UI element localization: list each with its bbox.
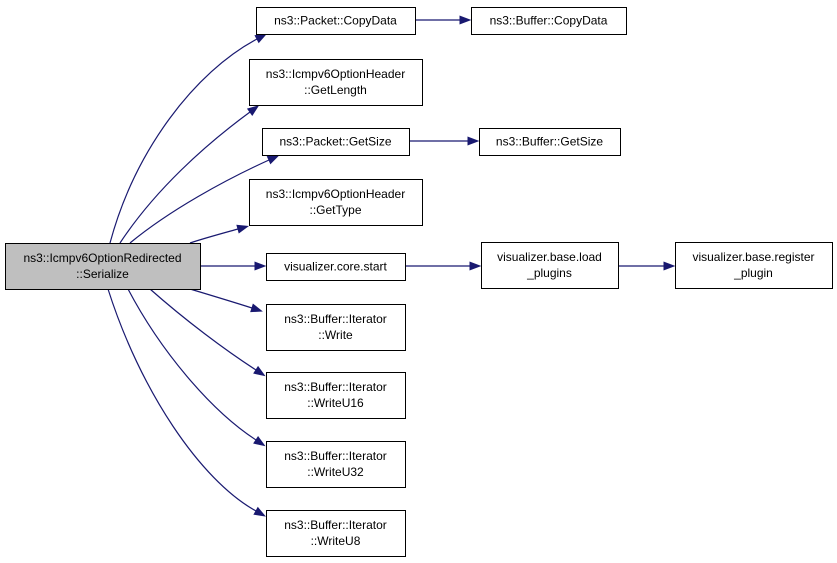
edge-root-to-packet-copydata — [109, 33, 268, 244]
node-iter-writeu16[interactable]: ns3::Buffer::Iterator::WriteU16 — [266, 372, 406, 419]
node-box — [256, 7, 416, 35]
node-box — [479, 128, 621, 156]
edge-root-to-header-getlength — [119, 105, 260, 244]
edges-layer — [107, 15, 676, 517]
node-buffer-getsize[interactable]: ns3::Buffer::GetSize — [479, 128, 621, 156]
node-packet-copydata[interactable]: ns3::Packet::CopyData — [256, 7, 416, 35]
edge-root-to-header-gettype — [189, 224, 249, 244]
node-label: visualizer.core.start — [284, 260, 387, 274]
node-iter-write[interactable]: ns3::Buffer::Iterator::Write — [266, 304, 406, 351]
node-label: ns3::Buffer::Iterator — [284, 518, 387, 532]
edge-root-to-iter-write — [189, 288, 263, 313]
node-box — [471, 7, 627, 35]
node-label: ns3::Buffer::GetSize — [496, 135, 603, 149]
node-box — [481, 242, 619, 289]
edge-root-to-iter-writeu16 — [149, 288, 266, 377]
node-label: ::WriteU16 — [307, 396, 364, 410]
node-core-start[interactable]: visualizer.core.start — [266, 253, 406, 281]
edge-root-to-packet-getsize — [129, 155, 280, 244]
node-label: ns3::Buffer::Iterator — [284, 449, 387, 463]
node-packet-getsize[interactable]: ns3::Packet::GetSize — [262, 128, 410, 156]
node-buffer-copydata[interactable]: ns3::Buffer::CopyData — [471, 7, 627, 35]
node-label: _plugins — [526, 266, 572, 280]
node-label: ::GetType — [309, 203, 361, 217]
node-root: ns3::Icmpv6OptionRedirected::Serialize — [5, 243, 201, 290]
node-load-plugins[interactable]: visualizer.base.load _plugins — [481, 242, 619, 289]
node-label: ns3::Buffer::Iterator — [284, 380, 387, 394]
node-iter-writeu8[interactable]: ns3::Buffer::Iterator::WriteU8 — [266, 510, 406, 557]
node-label: ns3::Icmpv6OptionHeader — [266, 187, 405, 201]
node-iter-writeu32[interactable]: ns3::Buffer::Iterator::WriteU32 — [266, 441, 406, 488]
node-label: ::WriteU8 — [311, 534, 361, 548]
node-label: ns3::Icmpv6OptionRedirected — [23, 251, 181, 265]
node-label: ns3::Icmpv6OptionHeader — [266, 67, 405, 81]
node-box — [675, 242, 833, 289]
edge-packet-copydata-to-buffer-copydata — [415, 15, 472, 25]
edge-root-to-iter-writeu32 — [127, 288, 266, 447]
node-label: ns3::Packet::GetSize — [279, 135, 391, 149]
node-label: visualizer.base.register — [692, 250, 814, 264]
node-label: ns3::Packet::CopyData — [274, 14, 397, 28]
node-header-getlength[interactable]: ns3::Icmpv6OptionHeader::GetLength — [249, 59, 423, 106]
node-box — [266, 441, 406, 488]
node-box — [5, 243, 201, 290]
node-box — [249, 179, 423, 226]
edge-load-plugins-to-register-plugin — [618, 261, 676, 271]
node-label: ::GetLength — [304, 83, 367, 97]
edge-packet-getsize-to-buffer-getsize — [409, 136, 480, 146]
node-label: ns3::Buffer::CopyData — [490, 14, 608, 28]
node-label: ::WriteU32 — [307, 465, 364, 479]
edge-core-start-to-load-plugins — [405, 261, 482, 271]
edge-root-to-iter-writeu8 — [107, 288, 266, 517]
node-box — [266, 372, 406, 419]
node-label: ::Write — [318, 328, 353, 342]
node-header-gettype[interactable]: ns3::Icmpv6OptionHeader::GetType — [249, 179, 423, 226]
nodes-layer: ns3::Icmpv6OptionRedirected::Serializens… — [5, 7, 833, 557]
node-label: ::Serialize — [76, 267, 129, 281]
node-label: visualizer.base.load — [497, 250, 602, 264]
node-label: _plugin — [733, 266, 773, 280]
edge-root-to-core-start — [200, 261, 267, 271]
node-box — [266, 253, 406, 281]
node-box — [266, 510, 406, 557]
node-register-plugin[interactable]: visualizer.base.register _plugin — [675, 242, 833, 289]
node-box — [249, 59, 423, 106]
node-box — [262, 128, 410, 156]
node-label: ns3::Buffer::Iterator — [284, 312, 387, 326]
node-box — [266, 304, 406, 351]
